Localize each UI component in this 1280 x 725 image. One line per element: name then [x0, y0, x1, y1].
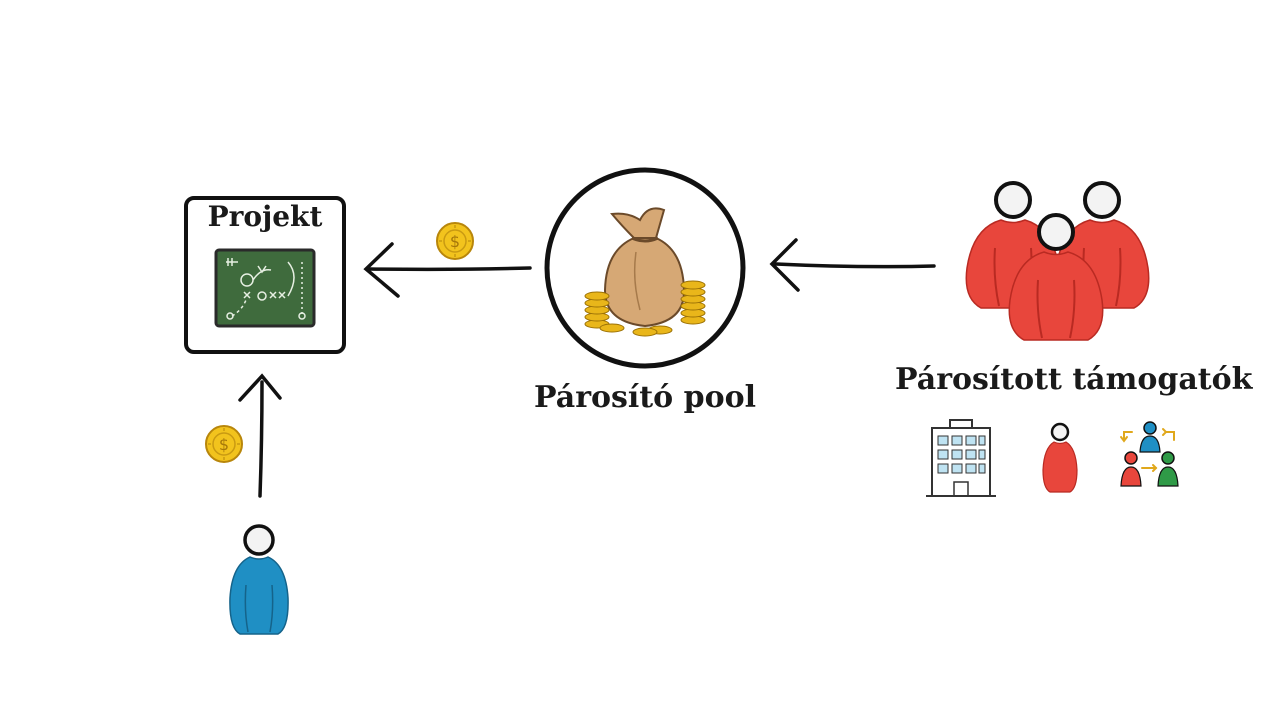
supporters-label: Párosított támogatók	[895, 362, 1253, 397]
project-title: Projekt	[207, 200, 323, 233]
coin-icon-left	[205, 425, 243, 463]
arrow-pool-to-project	[363, 242, 532, 298]
arrow-supporters-to-pool	[769, 238, 936, 292]
single-person-icon	[1042, 422, 1078, 493]
supporters-group-icon	[964, 181, 1151, 342]
office-building-icon	[926, 419, 996, 497]
group-exchange-icon	[1120, 421, 1179, 487]
arrow-backer-to-project	[238, 373, 282, 498]
backer-person-icon	[229, 524, 289, 635]
coin-icon-top	[436, 222, 474, 260]
pool-label: Párosító pool	[534, 380, 756, 415]
strategy-chalkboard-icon	[214, 248, 316, 328]
money-bag-icon	[584, 207, 706, 337]
